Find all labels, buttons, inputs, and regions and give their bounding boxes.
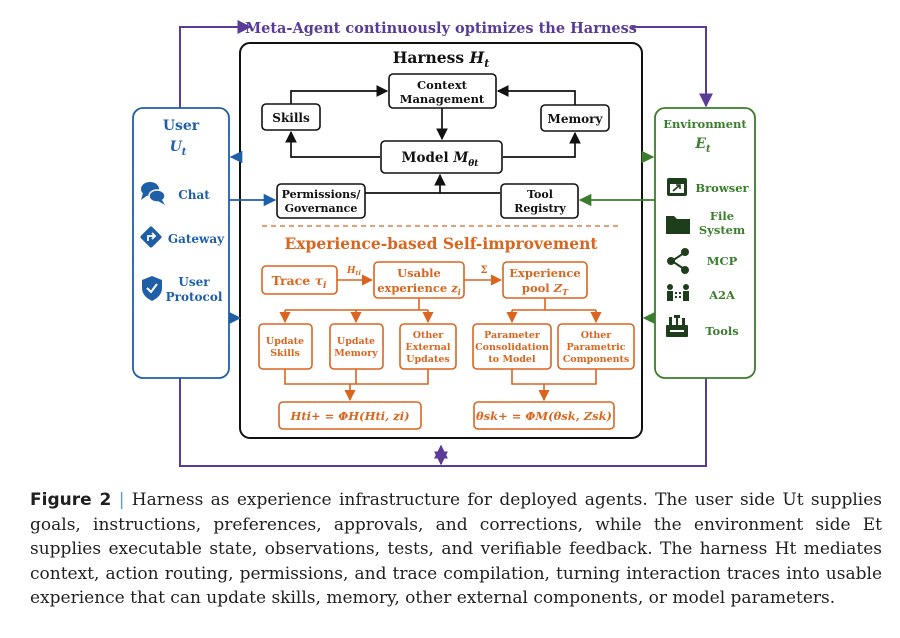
formula-left-box — [278, 401, 422, 430]
user-symbol: Ut — [170, 139, 187, 158]
other-external-label-2: External — [405, 342, 450, 353]
experience-text: Trace τi Usable experience zi Experience… — [266, 265, 629, 423]
formula-left: Hti+ = ΦH(Hti, zi) — [289, 409, 409, 423]
user-item-gateway: Gateway — [168, 232, 225, 246]
env-item-tools: Tools — [705, 324, 738, 338]
arrow1-label: Hti — [346, 266, 362, 277]
user-container — [132, 107, 230, 379]
a2a-icon — [667, 284, 689, 301]
environment-container — [654, 107, 756, 379]
mcp-icon — [667, 248, 689, 274]
update-skills-label-1: Update — [266, 336, 304, 347]
permissions-label-2: Governance — [285, 202, 358, 215]
figure-caption: Figure 2 | Harness as experience infrast… — [30, 488, 882, 611]
skills-label: Skills — [272, 111, 310, 125]
context-management-label: Context — [417, 78, 468, 92]
caption-text: Harness as experience infrastructure for… — [30, 490, 883, 608]
environment-title: Environment — [663, 117, 747, 131]
user-title: User — [163, 118, 200, 134]
update-memory-label-1: Update — [337, 336, 375, 347]
caption-separator: | — [118, 490, 125, 510]
param-label-3: to Model — [488, 354, 536, 365]
usable-label-1: Usable — [397, 266, 441, 280]
figure-label: Figure 2 — [30, 490, 112, 510]
update-memory-label-2: Memory — [334, 348, 378, 359]
other-external-label-1: Other — [413, 330, 445, 341]
model-label: Model Mθt — [402, 150, 480, 169]
user-item-chat: Chat — [178, 188, 210, 202]
permissions-box — [276, 183, 366, 219]
folder-icon — [666, 216, 690, 234]
trace-label: Trace τi — [272, 273, 327, 291]
environment-symbol: Et — [694, 136, 711, 155]
env-item-a2a: A2A — [708, 288, 736, 302]
tools-icon — [666, 315, 688, 337]
harness-diagram: Meta-Agent continuously optimizes the Ha… — [132, 20, 756, 467]
permissions-label: Permissions/ — [282, 188, 362, 201]
formula-right-box — [473, 401, 615, 430]
other-param-label-1: Other — [581, 330, 613, 341]
tool-registry-box — [500, 183, 579, 219]
pool-label-1: Experience — [509, 266, 580, 280]
harness-arrows — [285, 85, 581, 194]
environment-connectors — [578, 150, 656, 325]
meta-agent-label: Meta-Agent continuously optimizes the Ha… — [245, 20, 637, 37]
chat-icon — [141, 182, 166, 205]
env-item-file-2: System — [699, 223, 745, 237]
browser-icon — [667, 178, 687, 196]
user-item-protocol-2: Protocol — [166, 290, 223, 304]
env-item-browser: Browser — [695, 181, 749, 195]
shield-check-icon — [142, 276, 162, 301]
context-management-label-2: Management — [400, 92, 485, 106]
user-item-protocol-1: User — [178, 275, 210, 289]
formula-right: θsk+ = ΦM(θsk, Zsk) — [476, 409, 612, 423]
harness-title: Harness Ht — [393, 48, 490, 70]
env-item-file-1: File — [710, 209, 734, 223]
param-label-1: Parameter — [484, 330, 541, 341]
model-box — [380, 140, 503, 174]
gateway-icon — [140, 226, 162, 248]
param-label-2: Consolidation — [475, 342, 549, 353]
user-connectors — [228, 150, 277, 325]
experience-arrows — [279, 274, 602, 402]
meta-agent-loop — [179, 20, 713, 467]
other-param-label-3: Components — [563, 354, 630, 365]
other-param-label-2: Parametric — [566, 342, 625, 353]
other-external-label-3: Updates — [406, 354, 450, 365]
arrow2-label: Σ — [480, 265, 487, 276]
tool-registry-label: Tool — [527, 188, 553, 201]
update-skills-label-2: Skills — [270, 348, 300, 359]
tool-registry-label-2: Registry — [514, 202, 566, 215]
usable-label-2: experience zi — [377, 281, 461, 297]
env-item-mcp: MCP — [707, 254, 738, 268]
experience-title: Experience-based Self-improvement — [284, 234, 598, 253]
memory-label: Memory — [548, 112, 604, 126]
pool-label-2: pool ZT — [522, 281, 569, 297]
